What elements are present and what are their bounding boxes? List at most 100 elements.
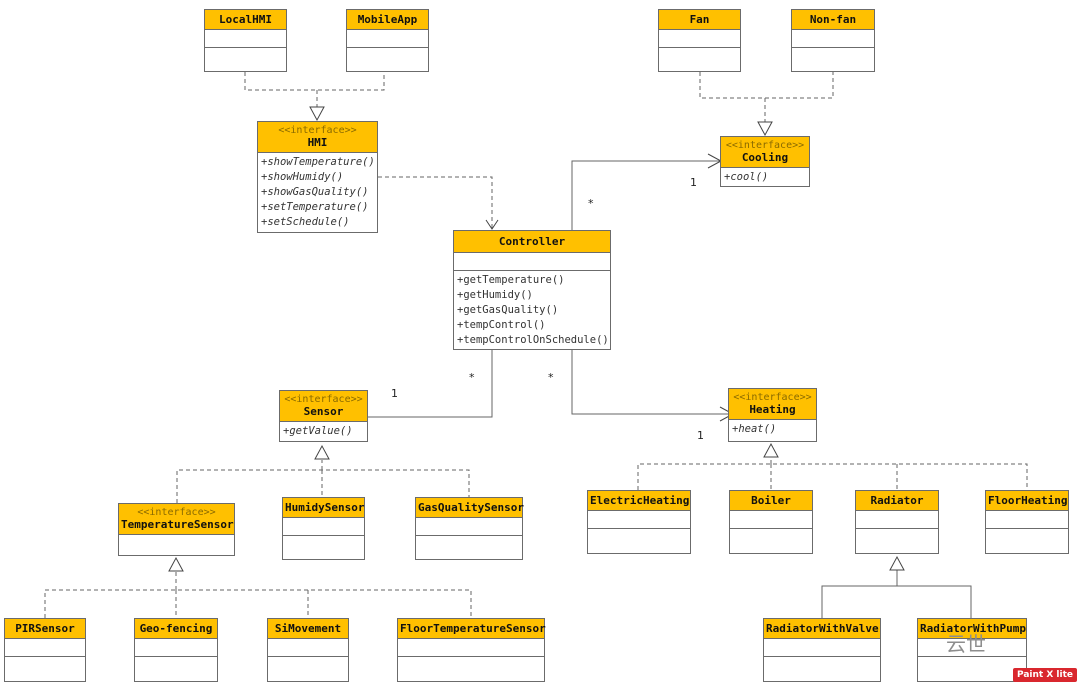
class-name: RadiatorWithValve [764,619,880,639]
operation: +tempControl() [457,319,546,331]
class-localhmi[interactable]: LocalHMI [204,9,287,72]
interface-temperaturesensor[interactable]: <<interface>> TemperatureSensor [118,503,235,556]
class-boiler[interactable]: Boiler [729,490,813,554]
class-name: TemperatureSensor [121,518,234,531]
class-name: MobileApp [347,10,428,30]
operation: +showHumidy() [261,171,344,183]
operations-section [268,657,348,674]
operations-section: +getTemperature() +getHumidy() +getGasQu… [454,271,610,350]
class-humidysensor[interactable]: HumidySensor [282,497,365,560]
attributes-section [398,639,544,657]
attributes-section [454,253,610,271]
class-name: HMI [307,136,328,149]
stereotype-label: <<interface>> [725,140,805,151]
stereotype-label: <<interface>> [733,392,812,403]
realization-arrowhead-icon [757,121,773,137]
multiplicity-label: 1 [690,176,697,189]
operation: +showGasQuality() [261,186,369,198]
class-name: GasQualitySensor [416,498,524,518]
stereotype-label: <<interface>> [278,125,357,136]
operations-section [347,48,428,65]
class-radiatorwithvalve[interactable]: RadiatorWithValve [763,618,881,682]
realization-heating-subtypes [637,457,1028,490]
class-name: Radiator [856,491,938,511]
class-name: Non-fan [792,10,874,30]
class-fan[interactable]: Fan [658,9,741,72]
multiplicity-label: 1 [391,387,398,400]
operations-section [283,536,364,553]
attributes-section [588,511,690,529]
attributes-section [792,30,874,48]
operation: +showTemperature() [261,156,375,168]
class-controller[interactable]: Controller +getTemperature() +getHumidy(… [453,230,611,350]
class-name: Cooling [741,151,789,164]
operations-section: +getValue() [280,422,367,443]
attributes-section [730,511,812,529]
class-electricheating[interactable]: ElectricHeating [587,490,691,554]
multiplicity-label: 1 [697,429,704,442]
class-floorheating[interactable]: FloorHeating [985,490,1069,554]
operations-section [764,657,880,674]
watermark-text: 云世 [946,632,986,656]
attributes-section [856,511,938,529]
interface-sensor[interactable]: <<interface>> Sensor +getValue() [279,390,368,442]
operation: +setTemperature() [261,201,369,213]
realization-sensor-subtypes [176,460,470,503]
operations-section [398,657,544,674]
realization-arrowhead-icon [168,556,184,572]
attributes-section [135,639,217,657]
class-name: ElectricHeating [588,491,690,511]
class-header: <<interface>> Sensor [280,391,367,422]
operations-section [5,657,85,674]
association-controller-sensor [345,350,493,418]
class-mobileapp[interactable]: MobileApp [346,9,429,72]
class-header: <<interface>> Cooling [721,137,809,168]
operation: +setSchedule() [261,216,350,228]
class-name: SiMovement [268,619,348,639]
operations-section [135,657,217,674]
class-non-fan[interactable]: Non-fan [791,9,875,72]
attributes-section [659,30,740,48]
realization-arrowhead-icon [309,106,325,122]
class-name: Sensor [303,405,344,418]
class-name: Fan [659,10,740,30]
interface-heating[interactable]: <<interface>> Heating +heat() [728,388,817,442]
operations-section: +heat() [729,420,816,441]
operations-section: +cool() [721,168,809,189]
class-radiator[interactable]: Radiator [855,490,939,554]
interface-cooling[interactable]: <<interface>> Cooling +cool() [720,136,810,187]
class-gasqualitysensor[interactable]: GasQualitySensor [415,497,524,560]
class-pirsensor[interactable]: PIRSensor [4,618,86,682]
generalization-arrowhead-icon [889,555,905,571]
attributes-section [5,639,85,657]
class-name: Geo-fencing [135,619,217,639]
multiplicity-label: * [588,197,594,210]
attributes-section [119,535,234,552]
attributes-section [764,639,880,657]
class-name: FloorHeating [986,491,1068,511]
realization-arrowhead-icon [763,442,779,458]
interface-hmi[interactable]: <<interface>> HMI +showTemperature() +sh… [257,121,378,233]
class-simovement[interactable]: SiMovement [267,618,349,682]
dependency-hmi-controller [378,176,493,228]
operations-section [986,529,1068,546]
class-floortemperaturesensor[interactable]: FloorTemperatureSensor [397,618,546,682]
class-radiatorwithpump[interactable]: RadiatorWithPump [917,618,1027,682]
association-controller-heating [571,350,734,415]
attributes-section [918,639,1026,657]
operations-section: +showTemperature() +showHumidy() +showGa… [258,153,377,232]
attributes-section [205,30,286,48]
attributes-section [283,518,364,536]
stereotype-label: <<interface>> [284,394,363,405]
realization-tempsensor-subtypes [44,571,472,618]
attributes-section [986,511,1068,529]
realization-fan-cooling [699,72,834,122]
operations-section [918,657,1026,674]
class-geo-fencing[interactable]: Geo-fencing [134,618,218,682]
attributes-section [347,30,428,48]
operations-section [416,536,522,553]
class-name: LocalHMI [205,10,286,30]
operations-section [792,48,874,65]
realization-arrowhead-icon [314,444,330,460]
